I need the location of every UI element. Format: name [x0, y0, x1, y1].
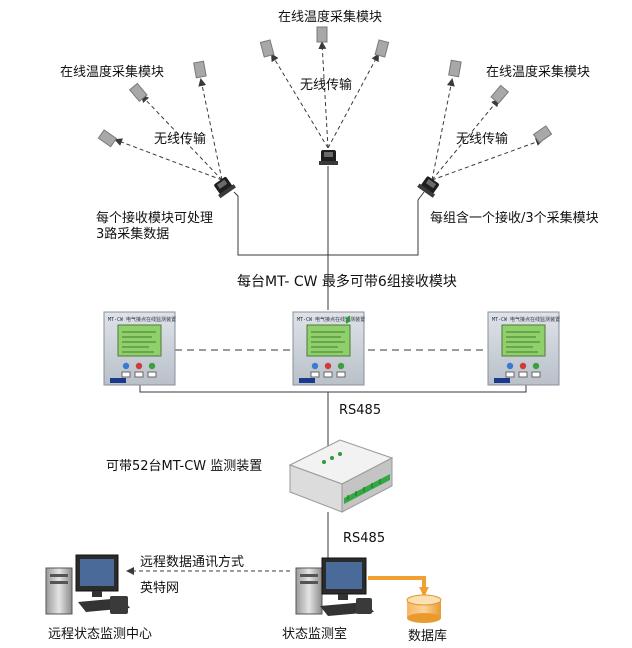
monitor-room-computer-icon [295, 557, 374, 616]
wireless-link [140, 94, 223, 181]
remote-center-label: 远程状态监测中心 [48, 627, 152, 642]
temperature-sensor-icon [97, 129, 118, 148]
wireless-link [431, 98, 500, 181]
wireless-label-top: 无线传输 [300, 77, 352, 93]
wireless-label-left: 无线传输 [154, 131, 206, 147]
brand-logo-icon [110, 378, 126, 383]
mt-cw-panel-left: MT-CW 电气接点在线监测装置 [103, 311, 176, 386]
max-receivers-label: 每台MT- CW 最多可带6组接收模块 [237, 273, 457, 290]
wireless-link [198, 78, 223, 181]
rs485-upper-label: RS485 [339, 403, 381, 418]
receiver-cables [233, 166, 425, 310]
wireless-receiver-icon [319, 150, 338, 165]
wireless-link [318, 41, 329, 149]
concentrator-device-icon [288, 315, 394, 513]
svg-text:MT-CW 电气接点在线监测装置: MT-CW 电气接点在线监测装置 [492, 316, 560, 323]
lcd-screen [306, 324, 351, 357]
wireless-receiver-icon [214, 177, 236, 199]
temperature-sensor-icon [128, 82, 148, 103]
wireless-link [431, 138, 544, 181]
temperature-sensor-icon [448, 59, 462, 78]
panel-button-icon [519, 362, 527, 370]
sensor-label-top: 在线温度采集模块 [278, 9, 382, 25]
temperature-sensor-icon [532, 125, 553, 144]
internet-label: 英特网 [140, 581, 179, 596]
concentrator-note: 可带52台MT-CW 监测装置 [106, 459, 262, 474]
panel-button-icon [337, 362, 345, 370]
remote-center-computer-icon [45, 554, 130, 615]
database-label: 数据库 [408, 628, 447, 644]
left-cluster: 在线温度采集模块 无线传输 每个接收模块可处理 3路采集数据 [60, 60, 236, 242]
mt-cw-panel-right: MT-CW 电气接点在线监测装置 [487, 311, 560, 386]
svg-text:MT-CW 电气接点在线监测装置: MT-CW 电气接点在线监测装置 [297, 316, 365, 323]
panel-button-icon [532, 362, 540, 370]
sensor-label-left: 在线温度采集模块 [60, 64, 164, 80]
remote-comm-label: 远程数据通讯方式 [140, 554, 244, 570]
database-icon [406, 594, 442, 623]
right-cluster: 在线温度采集模块 无线传输 每组含一个接收/3个采集模块 [417, 59, 599, 226]
panel-button-icon [122, 362, 130, 370]
group-note: 每组含一个接收/3个采集模块 [430, 210, 599, 226]
lcd-screen [117, 324, 162, 357]
wireless-label-right: 无线传输 [456, 131, 508, 147]
wireless-link [270, 53, 329, 149]
monitor-room-label: 状态监测室 [282, 626, 347, 642]
receiver-note-line2: 3路采集数据 [96, 226, 169, 242]
panel-button-icon [148, 362, 156, 370]
rs485-lower-label: RS485 [343, 531, 385, 546]
mt-cw-panel-center: MT-CW 电气接点在线监测装置 [292, 311, 365, 386]
wireless-receiver-icon [417, 176, 439, 198]
brand-logo-icon [299, 378, 315, 383]
database-arrow [368, 576, 429, 597]
wireless-link [327, 53, 379, 149]
panel-button-icon [324, 362, 332, 370]
wireless-link [114, 138, 223, 181]
panel-button-icon [506, 362, 514, 370]
sensor-label-right: 在线温度采集模块 [486, 64, 590, 80]
temperature-sensor-icon [374, 39, 390, 58]
brand-logo-icon [494, 378, 510, 383]
wireless-link [431, 78, 455, 181]
temperature-sensor-icon [259, 39, 275, 58]
receiver-note-line1: 每个接收模块可处理 [96, 210, 213, 226]
svg-text:MT-CW 电气接点在线监测装置: MT-CW 电气接点在线监测装置 [108, 316, 176, 323]
temperature-sensor-icon [193, 60, 207, 79]
panel-button-icon [135, 362, 143, 370]
temperature-sensor-icon [316, 26, 328, 43]
temperature-sensor-icon [490, 84, 510, 105]
panel-button-icon [311, 362, 319, 370]
lcd-screen [501, 324, 546, 357]
top-cluster: 在线温度采集模块 无线传输 [259, 9, 390, 165]
